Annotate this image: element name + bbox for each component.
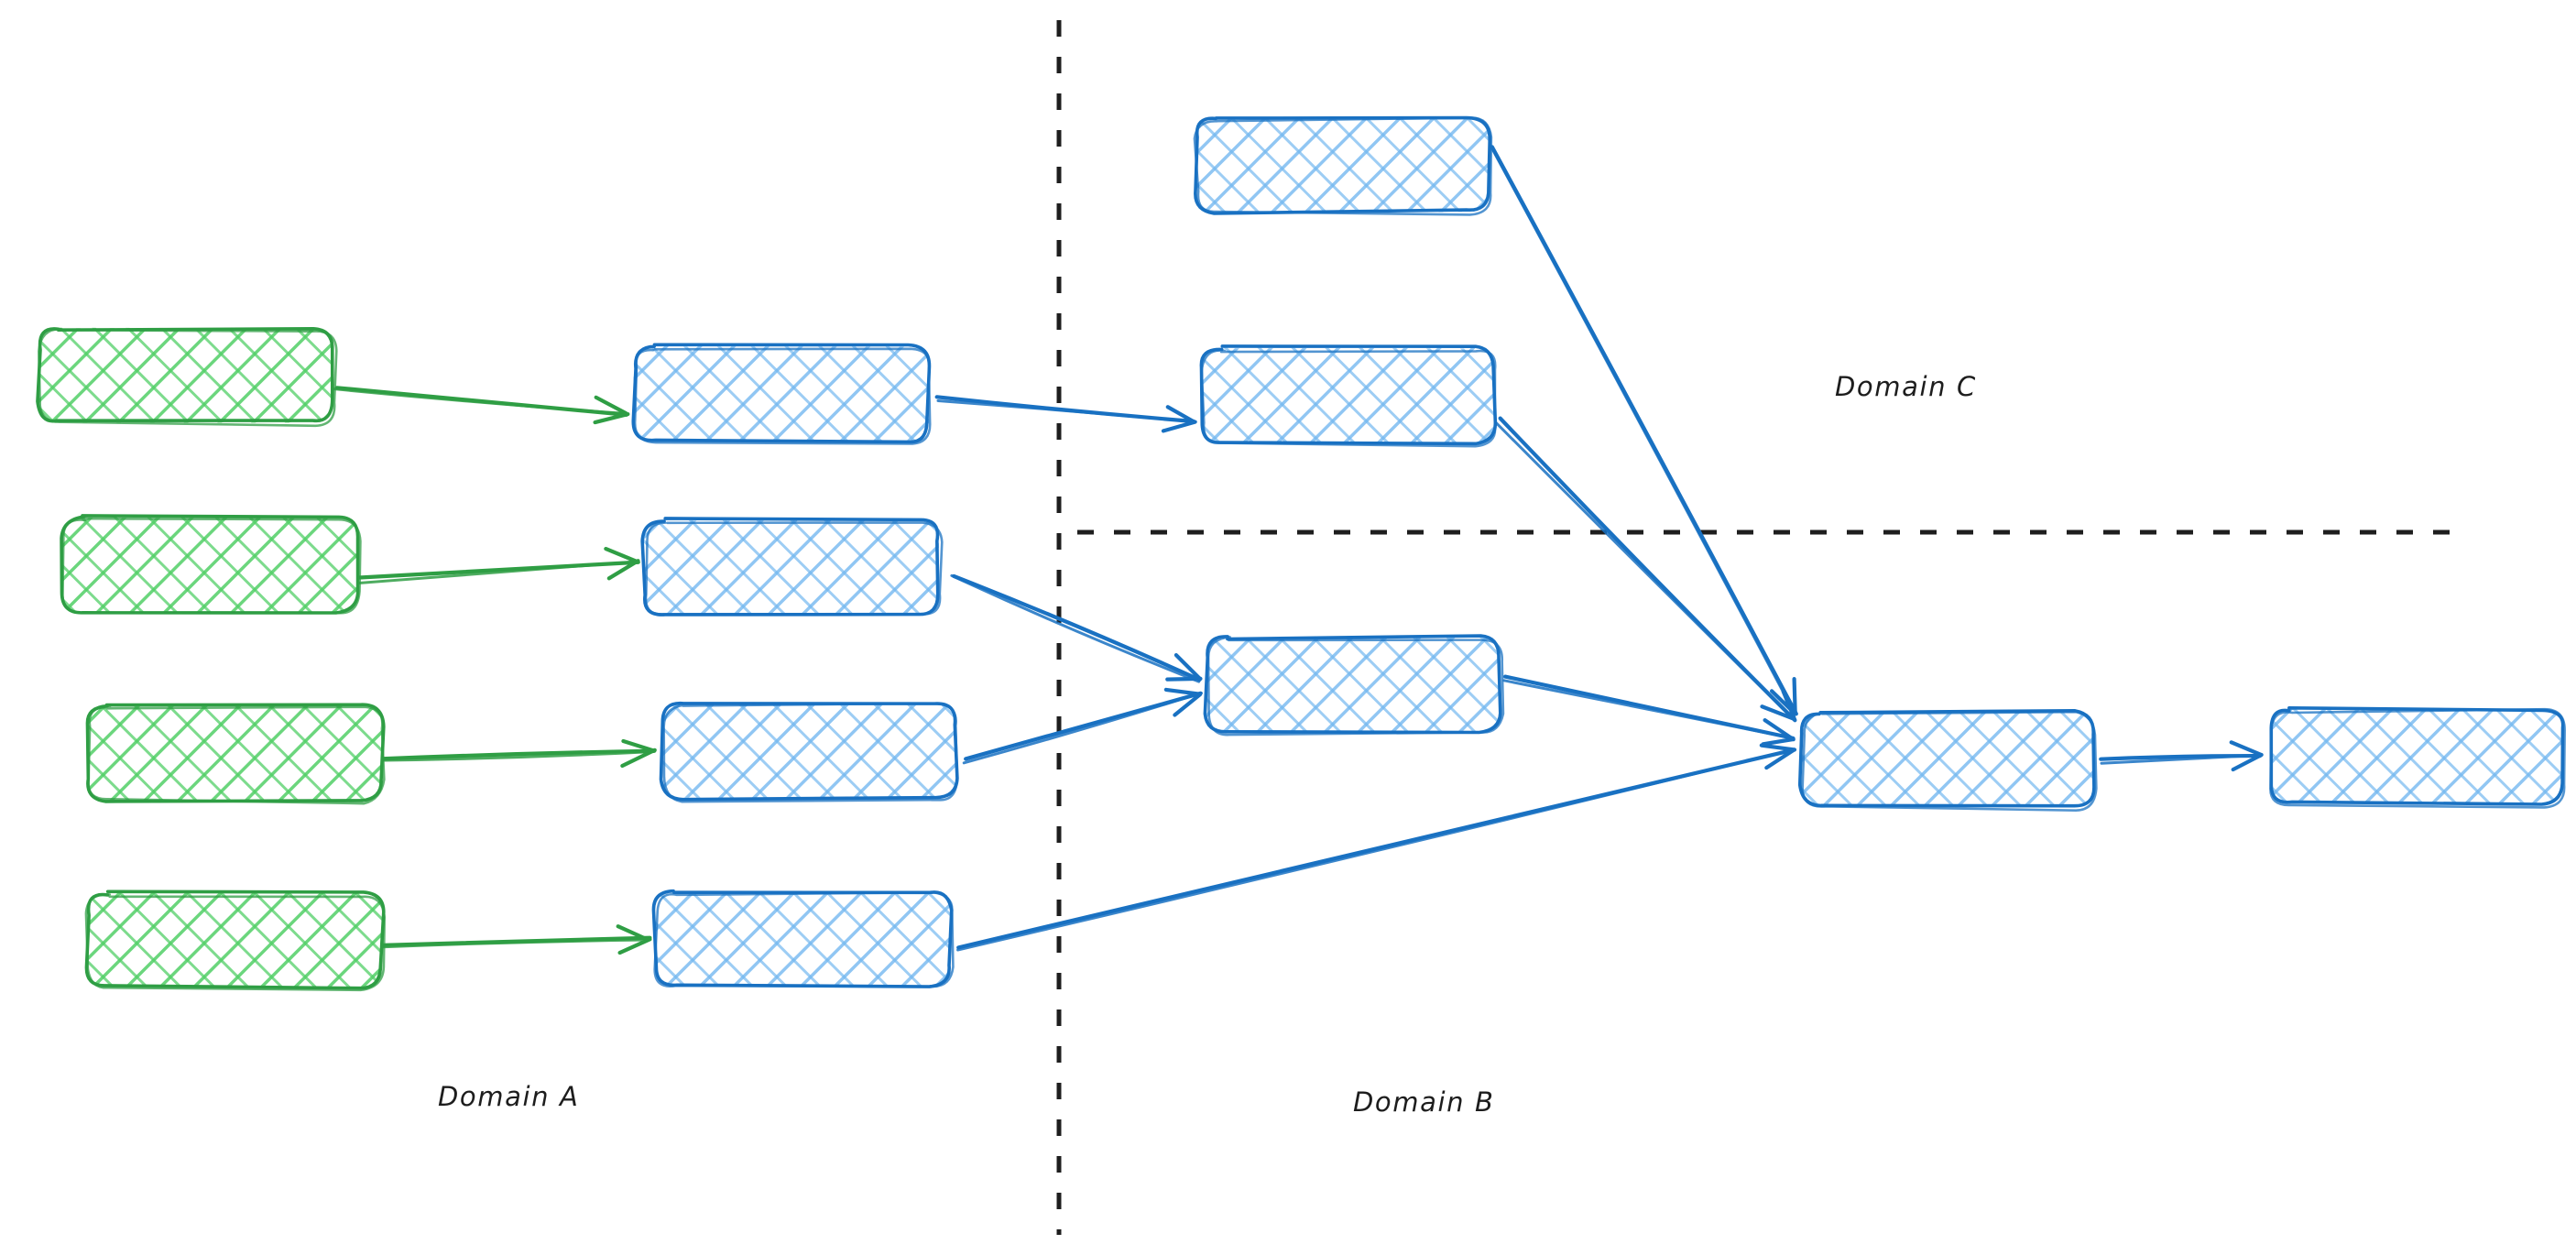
edge-a4-b4[interactable]	[380, 924, 652, 955]
edge-a3-b3[interactable]	[381, 738, 657, 769]
edge-d1-e1[interactable]	[2099, 740, 2264, 772]
node-b4[interactable]	[651, 889, 955, 988]
node-a3[interactable]	[85, 703, 386, 805]
edge-b2-c3[interactable]	[950, 573, 1203, 683]
node-c3[interactable]	[1203, 634, 1505, 737]
edge-c2-d1[interactable]	[1493, 416, 1797, 723]
label-domain-c: Domain C	[1835, 371, 1977, 402]
label-domain-b: Domain B	[1353, 1086, 1495, 1118]
edge-b3-c3[interactable]	[962, 687, 1203, 765]
node-d1[interactable]	[1797, 709, 2098, 813]
edge-b1-c2[interactable]	[934, 395, 1197, 433]
node-c1[interactable]	[1193, 115, 1493, 216]
node-e1[interactable]	[2269, 706, 2566, 809]
label-domain-a: Domain A	[438, 1081, 580, 1112]
node-a4[interactable]	[84, 889, 387, 992]
node-b1[interactable]	[631, 343, 932, 445]
edge-a2-b2[interactable]	[357, 546, 640, 584]
edge-layer	[332, 145, 2264, 955]
edge-a1-b1[interactable]	[332, 386, 630, 425]
node-a1[interactable]	[36, 327, 338, 428]
edge-c1-d1[interactable]	[1490, 145, 1798, 716]
divider-layer	[1056, 20, 2451, 1235]
edge-b4-d1[interactable]	[956, 743, 1797, 952]
node-c2[interactable]	[1199, 344, 1498, 448]
edge-c3-d1[interactable]	[1502, 674, 1796, 747]
node-layer	[36, 115, 2566, 992]
node-a2[interactable]	[60, 514, 362, 615]
node-b2[interactable]	[640, 517, 944, 617]
node-b3[interactable]	[659, 701, 959, 803]
